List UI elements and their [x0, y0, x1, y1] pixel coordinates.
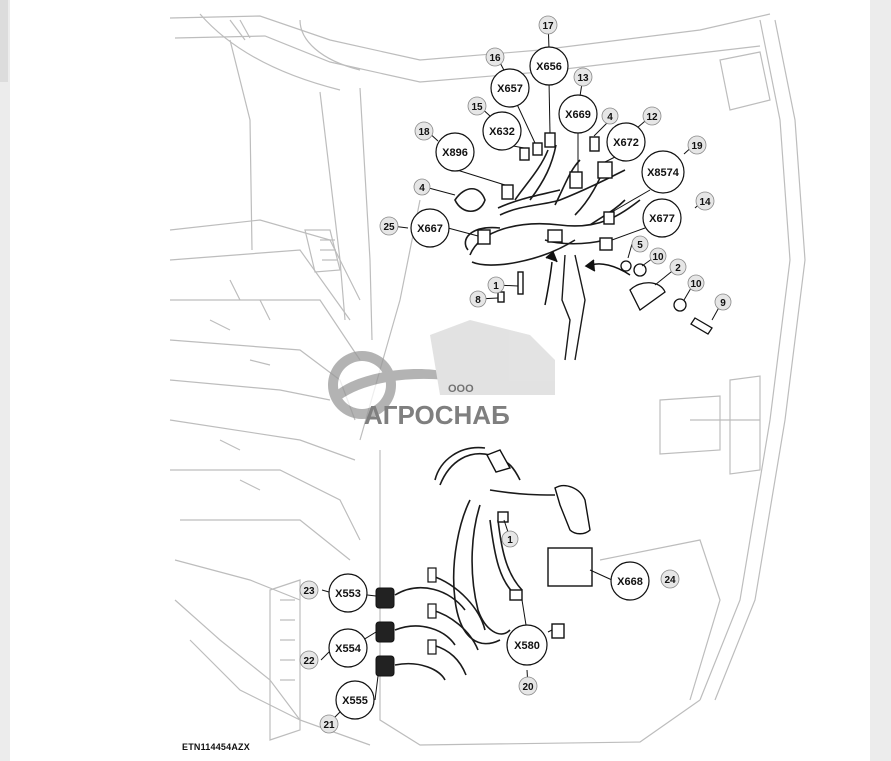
watermark-name: АГРОСНАБ — [364, 400, 510, 430]
svg-text:19: 19 — [691, 141, 703, 152]
svg-text:X554: X554 — [335, 643, 362, 655]
svg-text:X669: X669 — [565, 109, 591, 121]
lower-connectors-dark — [375, 587, 395, 677]
direction-arrows — [544, 250, 631, 306]
callout-x656: X656 — [529, 46, 569, 86]
lower-connector-clips — [427, 567, 437, 655]
svg-text:X668: X668 — [617, 576, 643, 588]
svg-text:X553: X553 — [335, 588, 361, 600]
num-21: 21 — [319, 714, 339, 734]
svg-text:22: 22 — [303, 656, 315, 667]
svg-text:8: 8 — [475, 295, 481, 306]
svg-text:13: 13 — [577, 73, 589, 84]
callout-x672: X672 — [606, 122, 646, 162]
svg-text:2: 2 — [675, 263, 681, 274]
callout-x657: X657 — [490, 68, 530, 108]
num-part-8: 8 — [469, 290, 487, 308]
num-16: 16 — [485, 47, 505, 67]
window-edge — [0, 0, 8, 82]
callout-x8574: X8574 — [641, 150, 685, 194]
num-15: 15 — [467, 96, 487, 116]
num-part-1b: 1 — [501, 530, 519, 548]
svg-text:X677: X677 — [649, 213, 675, 225]
svg-text:X657: X657 — [497, 83, 523, 95]
harness-lower — [394, 446, 556, 681]
harness-connectors-lower — [486, 449, 593, 639]
svg-text:X555: X555 — [342, 695, 368, 707]
num-23: 23 — [299, 580, 319, 600]
svg-text:10: 10 — [690, 279, 702, 290]
callout-x896: X896 — [435, 132, 475, 172]
num-13: 13 — [573, 67, 593, 87]
num-part-10a: 10 — [649, 247, 667, 265]
callout-x669: X669 — [558, 94, 598, 134]
num-part-9: 9 — [714, 293, 732, 311]
num-18: 18 — [414, 121, 434, 141]
callout-x555: X555 — [335, 680, 375, 720]
svg-text:18: 18 — [418, 127, 430, 138]
callout-x554: X554 — [328, 628, 368, 668]
callout-x668: X668 — [610, 561, 650, 601]
svg-text:10: 10 — [652, 252, 664, 263]
svg-text:24: 24 — [664, 575, 676, 586]
num-part-4a: 4 — [601, 107, 619, 125]
num-17: 17 — [538, 15, 558, 35]
callout-x580: X580 — [506, 624, 548, 666]
callout-x677: X677 — [642, 198, 682, 238]
num-24: 24 — [660, 569, 680, 589]
svg-text:4: 4 — [419, 183, 425, 194]
svg-text:X8574: X8574 — [647, 167, 680, 179]
svg-text:X656: X656 — [536, 61, 562, 73]
mounting-hardware — [620, 260, 713, 335]
num-part-2: 2 — [669, 258, 687, 276]
num-part-5: 5 — [631, 235, 649, 253]
watermark-logo: ООО АГРОСНАБ — [328, 320, 555, 430]
svg-text:16: 16 — [489, 53, 501, 64]
svg-text:12: 12 — [646, 112, 658, 123]
svg-text:X672: X672 — [613, 137, 639, 149]
num-14: 14 — [695, 191, 715, 211]
svg-text:X632: X632 — [489, 126, 515, 138]
svg-text:X896: X896 — [442, 147, 468, 159]
figure-id-label: ETN114454AZX — [182, 742, 250, 752]
connector-callouts: X656 X657 X632 X669 X672 X896 X8574 X677… — [328, 46, 685, 720]
svg-text:X580: X580 — [514, 640, 540, 652]
svg-text:25: 25 — [383, 222, 395, 233]
svg-text:4: 4 — [607, 112, 613, 123]
svg-text:9: 9 — [720, 298, 726, 309]
svg-text:14: 14 — [699, 197, 711, 208]
num-part-1a: 1 — [487, 276, 505, 294]
svg-text:X667: X667 — [417, 223, 443, 235]
svg-text:23: 23 — [303, 586, 315, 597]
svg-text:1: 1 — [507, 535, 513, 546]
watermark-prefix: ООО — [448, 383, 474, 395]
svg-text:5: 5 — [637, 240, 643, 251]
svg-text:21: 21 — [323, 720, 335, 731]
num-22: 22 — [299, 650, 319, 670]
svg-text:15: 15 — [471, 102, 483, 113]
num-part-10b: 10 — [687, 274, 705, 292]
callout-x667: X667 — [410, 208, 450, 248]
num-20: 20 — [518, 676, 538, 696]
svg-text:20: 20 — [522, 682, 534, 693]
svg-text:17: 17 — [542, 21, 554, 32]
harness-connectors-upper — [477, 132, 615, 303]
num-19: 19 — [687, 135, 707, 155]
num-25: 25 — [379, 216, 399, 236]
num-12: 12 — [642, 106, 662, 126]
callout-x553: X553 — [328, 573, 368, 613]
svg-text:1: 1 — [493, 281, 499, 292]
callout-x632: X632 — [482, 111, 522, 151]
item-number-callouts: 17 16 15 13 12 18 19 14 25 24 23 22 21 2… — [299, 15, 732, 734]
num-part-4b: 4 — [413, 178, 431, 196]
